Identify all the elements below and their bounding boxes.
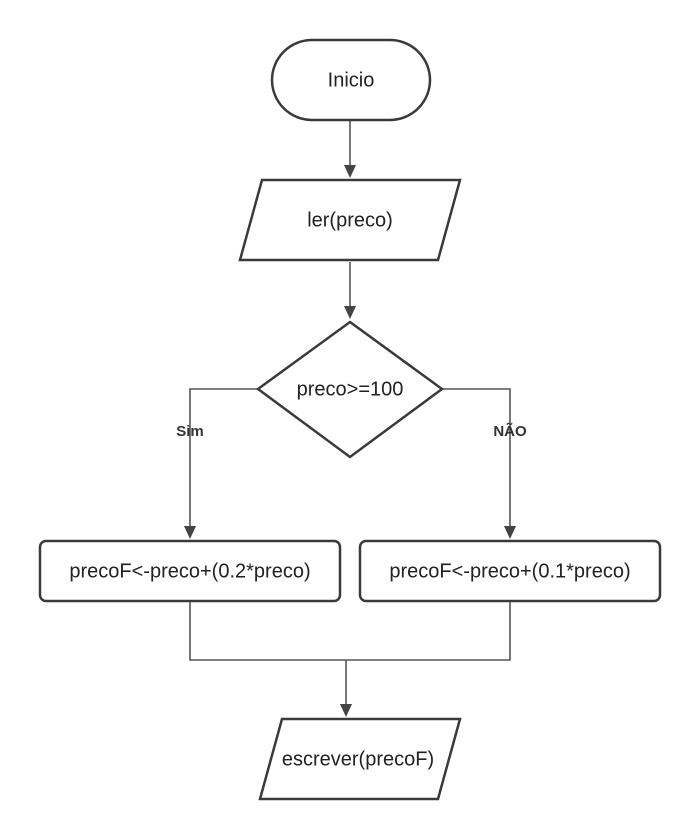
arrowhead-merge-to-output — [340, 704, 352, 717]
edge-yes-to-merge — [189, 601, 511, 661]
yes-branch-label: Sim — [176, 423, 204, 440]
edge-decision-yes — [189, 388, 260, 526]
start-node: Inicio — [270, 38, 432, 122]
output-node: escrever(precoF) — [258, 717, 462, 801]
input-node-label: ler(preco) — [307, 209, 393, 231]
connectors — [184, 120, 516, 717]
arrowhead-decision-no — [504, 526, 516, 539]
no-process-label: precoF<-preco+(0.1*preco) — [389, 560, 630, 582]
yes-process-label: precoF<-preco+(0.2*preco) — [69, 560, 310, 582]
arrowhead-start-to-input — [344, 165, 356, 178]
edge-decision-no — [440, 388, 511, 526]
arrowhead-input-to-decision — [344, 306, 356, 319]
decision-node-label: preco>=100 — [297, 378, 404, 400]
start-node-label: Inicio — [328, 69, 375, 91]
input-node: ler(preco) — [238, 178, 462, 262]
decision-node: preco>=100 — [255, 320, 445, 459]
no-branch-label: NÃO — [493, 422, 527, 440]
no-process-node: precoF<-preco+(0.1*preco) — [358, 539, 662, 603]
output-node-label: escrever(precoF) — [282, 748, 434, 770]
arrowhead-decision-yes — [184, 526, 196, 539]
yes-process-node: precoF<-preco+(0.2*preco) — [38, 539, 342, 603]
